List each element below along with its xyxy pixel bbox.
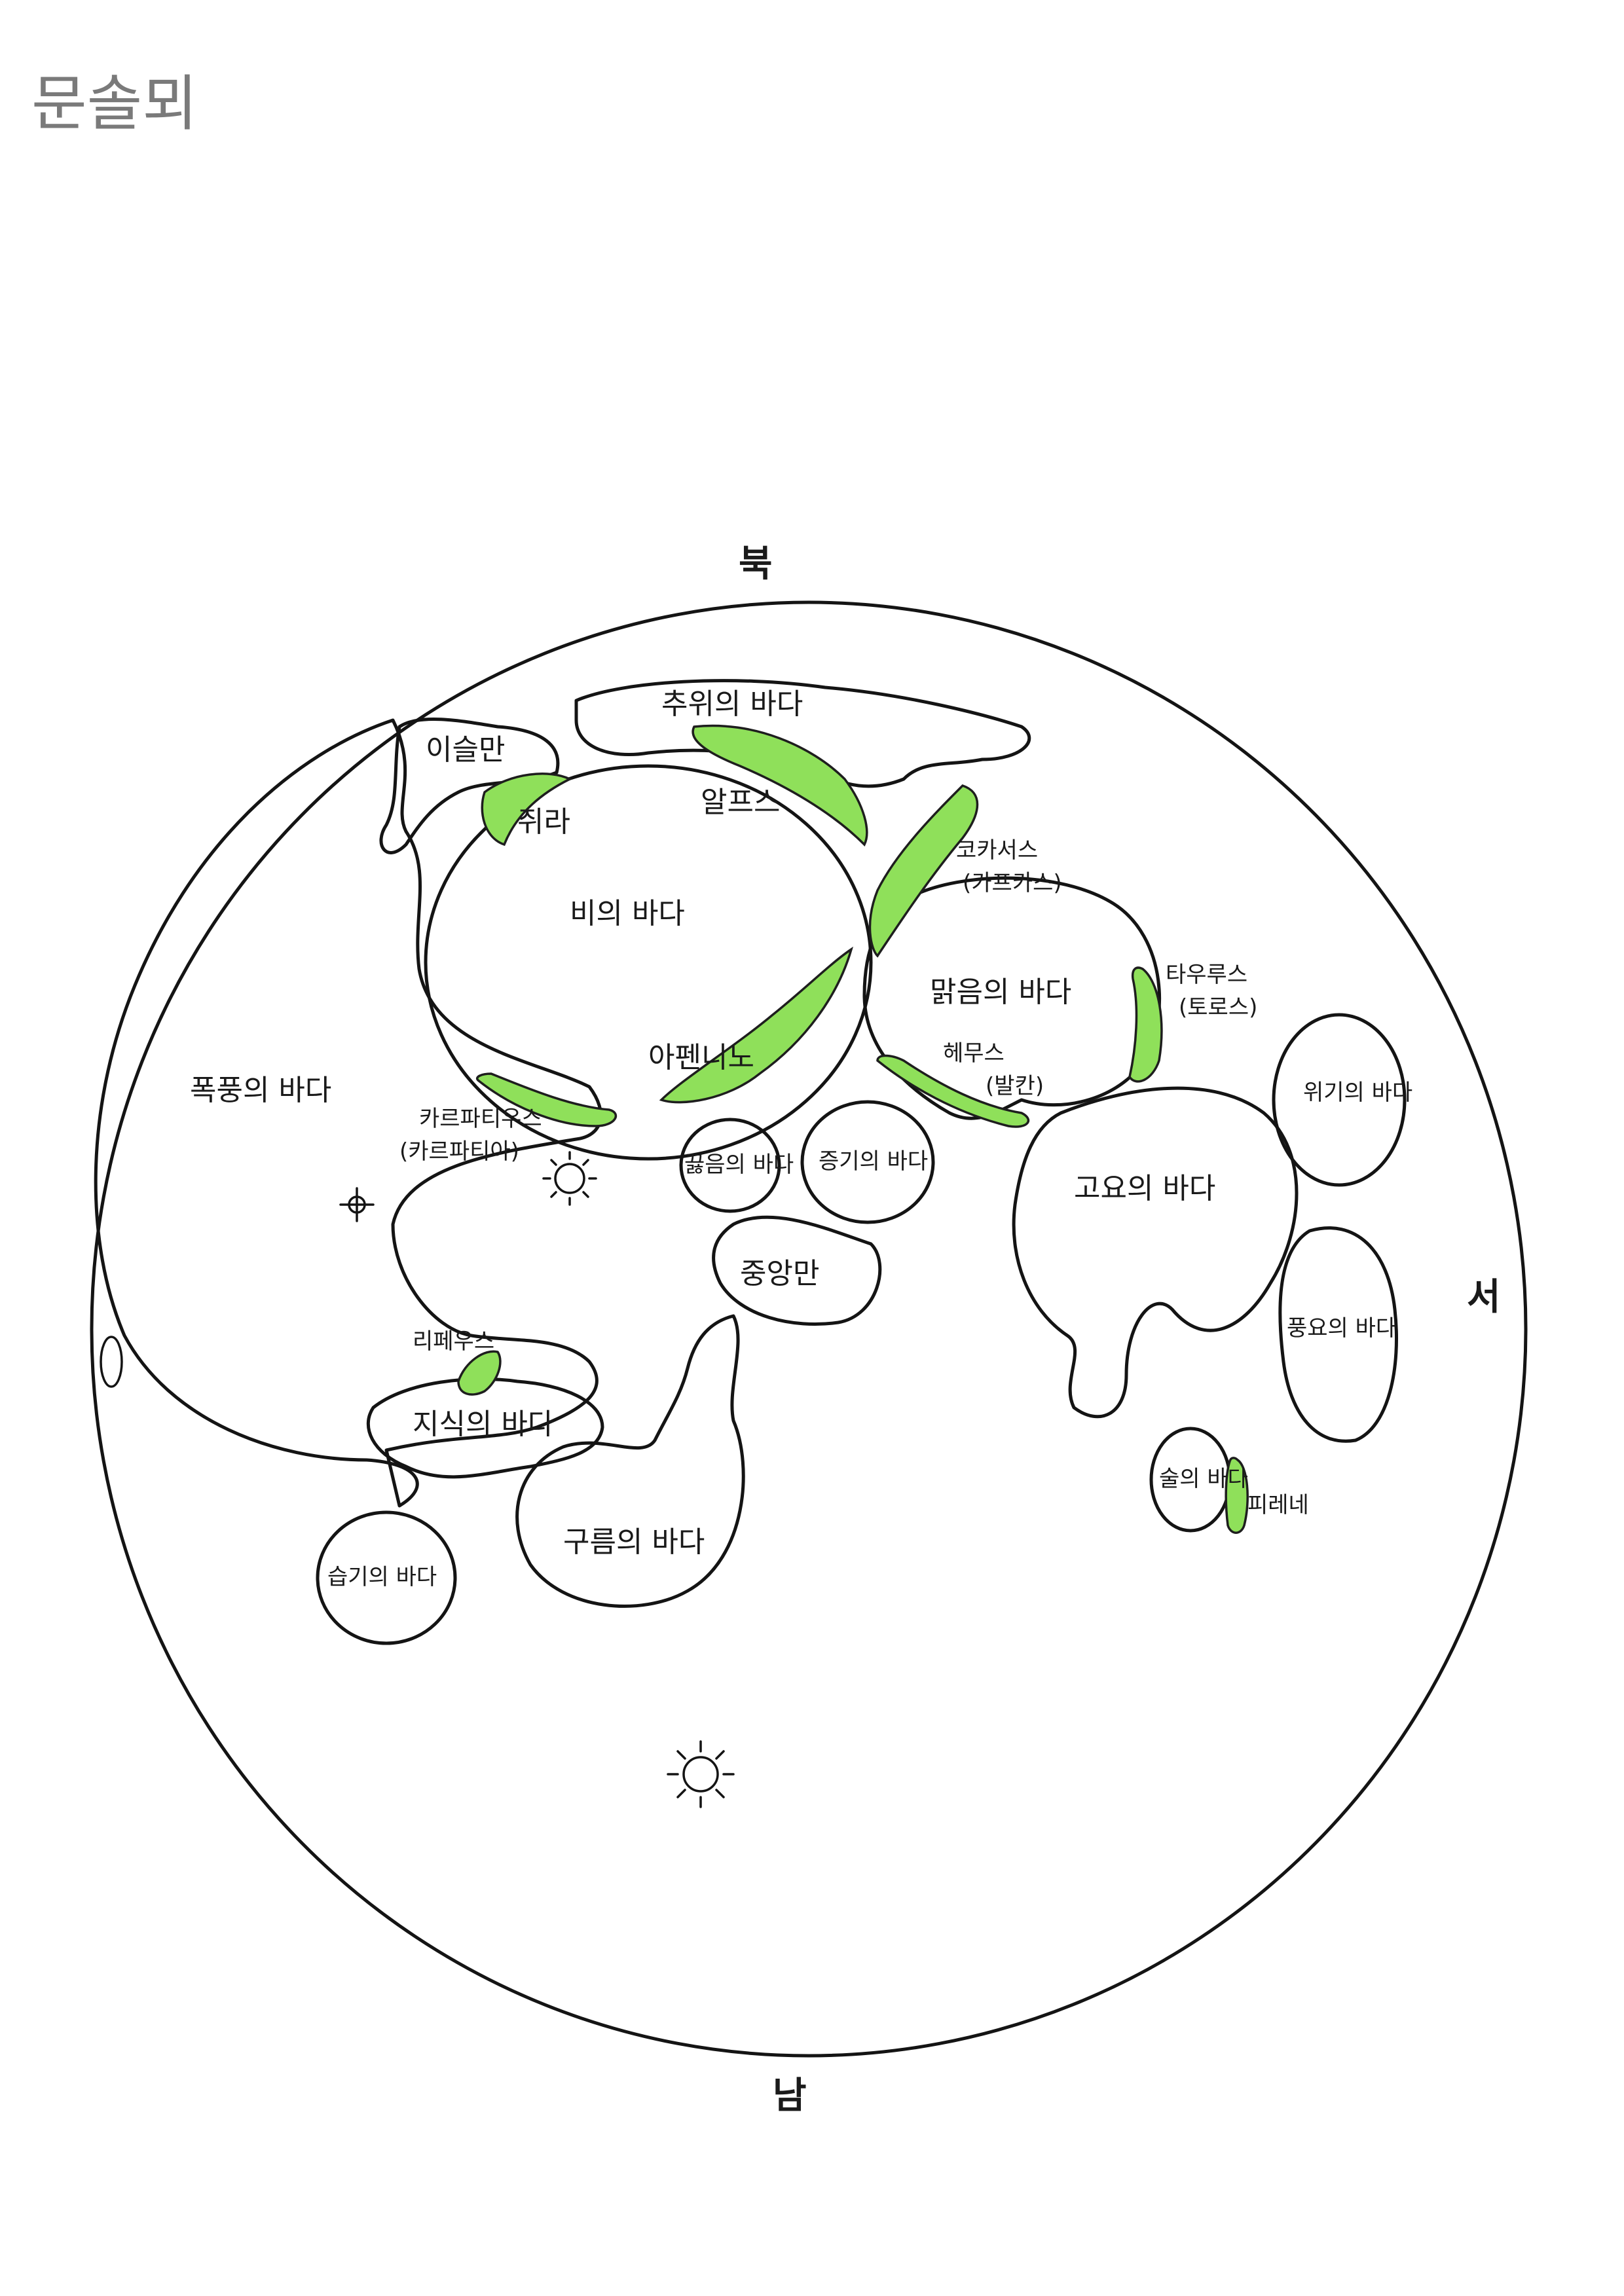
direction-south: 남	[773, 2075, 807, 2117]
label-mare-cold: 추위의 바다	[661, 687, 803, 721]
mountain-apennines-mark	[659, 946, 853, 1104]
label-mountain-caucasus: 코카서스	[956, 837, 1038, 864]
page-title: 문솔뫼	[31, 69, 198, 139]
mountain-pyrenees-mark	[1225, 1457, 1249, 1534]
mare-fertility-outline	[1278, 1226, 1398, 1443]
label-mountain-caucasus-alt: (카프카스)	[963, 870, 1062, 896]
label-mountain-haemus: 헤무스	[943, 1040, 1005, 1066]
label-mountain-haemus-alt: (발칸)	[986, 1073, 1044, 1099]
label-mountain-jura: 쥐라	[517, 805, 570, 839]
mare-clouds-outline	[515, 1314, 745, 1608]
label-mare-clouds: 구름의 바다	[563, 1525, 705, 1559]
crater-grimaldi-icon	[100, 1336, 123, 1388]
label-mare-vapors-b: 증기의 바다	[819, 1148, 928, 1175]
label-mare-moisture: 습기의 바다	[327, 1564, 437, 1590]
label-mountain-alps: 알프스	[701, 786, 780, 819]
bay-central-outline	[712, 1215, 882, 1326]
label-mare-tranquility: 고요의 바다	[1074, 1172, 1215, 1205]
moon-outline	[90, 600, 1528, 2058]
label-mountain-carpathians-alt: (카르파티아)	[399, 1139, 519, 1165]
mountain-haemus-mark	[876, 1054, 1030, 1128]
mountain-caucasus-mark	[868, 784, 979, 958]
mare-cold-outline	[574, 679, 1031, 788]
label-mountain-pyrenees: 피레네	[1247, 1492, 1309, 1518]
label-mountain-riphaeus: 리페우스	[413, 1328, 494, 1355]
mare-tranquility-outline	[1012, 1086, 1299, 1419]
mare-serenity-outline	[862, 876, 1162, 1120]
mare-crises-outline	[1272, 1013, 1407, 1187]
mountain-riphaeus-mark	[457, 1350, 502, 1396]
label-mountain-apennines: 아펜니노	[648, 1041, 754, 1074]
label-mare-fertility: 풍요의 바다	[1287, 1315, 1396, 1341]
mare-storms-outline	[94, 718, 602, 1508]
label-mare-rains: 비의 바다	[570, 897, 685, 930]
direction-west: 서	[1467, 1276, 1501, 1319]
mountain-carpathians-mark	[476, 1072, 618, 1127]
label-mountain-taurus: 타우루스	[1166, 962, 1247, 988]
mountain-jura-mark	[481, 773, 572, 847]
crater-copernicus-icon	[542, 1151, 597, 1206]
label-mountain-taurus-alt: (토로스)	[1179, 994, 1257, 1021]
mare-vapors-b-outline	[800, 1100, 935, 1224]
crater-kepler-icon	[339, 1187, 375, 1222]
label-mare-serenity: 맑음의 바다	[930, 975, 1071, 1009]
label-mare-storms: 폭풍의 바다	[190, 1074, 331, 1107]
label-mare-crises: 위기의 바다	[1303, 1080, 1412, 1106]
label-bay-central: 중앙만	[740, 1257, 819, 1290]
direction-north: 북	[739, 543, 773, 585]
label-mare-rainbows: 이슬만	[426, 733, 505, 767]
label-mountain-carpathians: 카르파티우스	[419, 1106, 542, 1132]
mountain-taurus-mark	[1128, 966, 1163, 1083]
mare-rainbows-outline	[379, 718, 560, 854]
crater-tycho-icon	[667, 1740, 735, 1808]
mountain-alps-mark	[692, 724, 868, 847]
mare-rains-outline	[424, 764, 873, 1161]
label-mare-vapors-a: 끓음의 바다	[684, 1152, 794, 1178]
label-mare-known: 지식의 바다	[413, 1408, 554, 1441]
mare-moisture-outline	[316, 1510, 457, 1645]
mare-vapors-a-outline	[679, 1118, 781, 1213]
mountain-highlights	[457, 724, 1249, 1534]
label-mare-nectar: 술의 바다	[1159, 1466, 1248, 1492]
